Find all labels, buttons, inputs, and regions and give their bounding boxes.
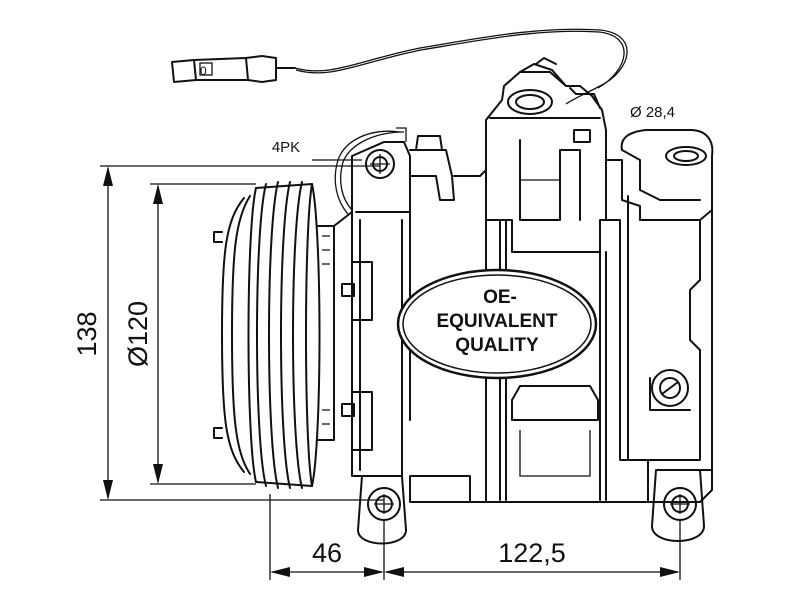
pulley-offset-label: 46	[312, 538, 342, 568]
belt-callout: 4PK	[272, 139, 362, 161]
mount-spacing-label: 122,5	[498, 538, 566, 568]
port-diameter-label: Ø 28,4	[630, 104, 675, 121]
clutch-pulley	[213, 181, 335, 489]
svg-text:0: 0	[200, 64, 207, 78]
mounting-lug-right	[651, 469, 705, 542]
badge-line-1: OE-	[483, 287, 517, 308]
dimension-mount-spacing: 122,5	[384, 520, 681, 580]
dimension-pulley-diameter: Ø120	[123, 183, 256, 485]
pulley-diameter-label: Ø120	[123, 301, 153, 367]
belt-type-label: 4PK	[272, 139, 300, 156]
oe-quality-badge: OE- EQUIVALENT QUALITY	[396, 268, 598, 380]
port-diameter-callout: Ø 28,4	[630, 104, 675, 121]
mounting-lug-left	[357, 475, 407, 545]
badge-line-2: EQUIVALENT	[436, 311, 557, 332]
dimension-overall-height: 138	[72, 165, 384, 501]
overall-height-label: 138	[72, 311, 102, 356]
electrical-connector: 0	[171, 28, 628, 215]
compressor-body	[333, 57, 714, 503]
badge-line-3: QUALITY	[455, 335, 539, 356]
dimension-pulley-offset: 46	[269, 494, 385, 580]
